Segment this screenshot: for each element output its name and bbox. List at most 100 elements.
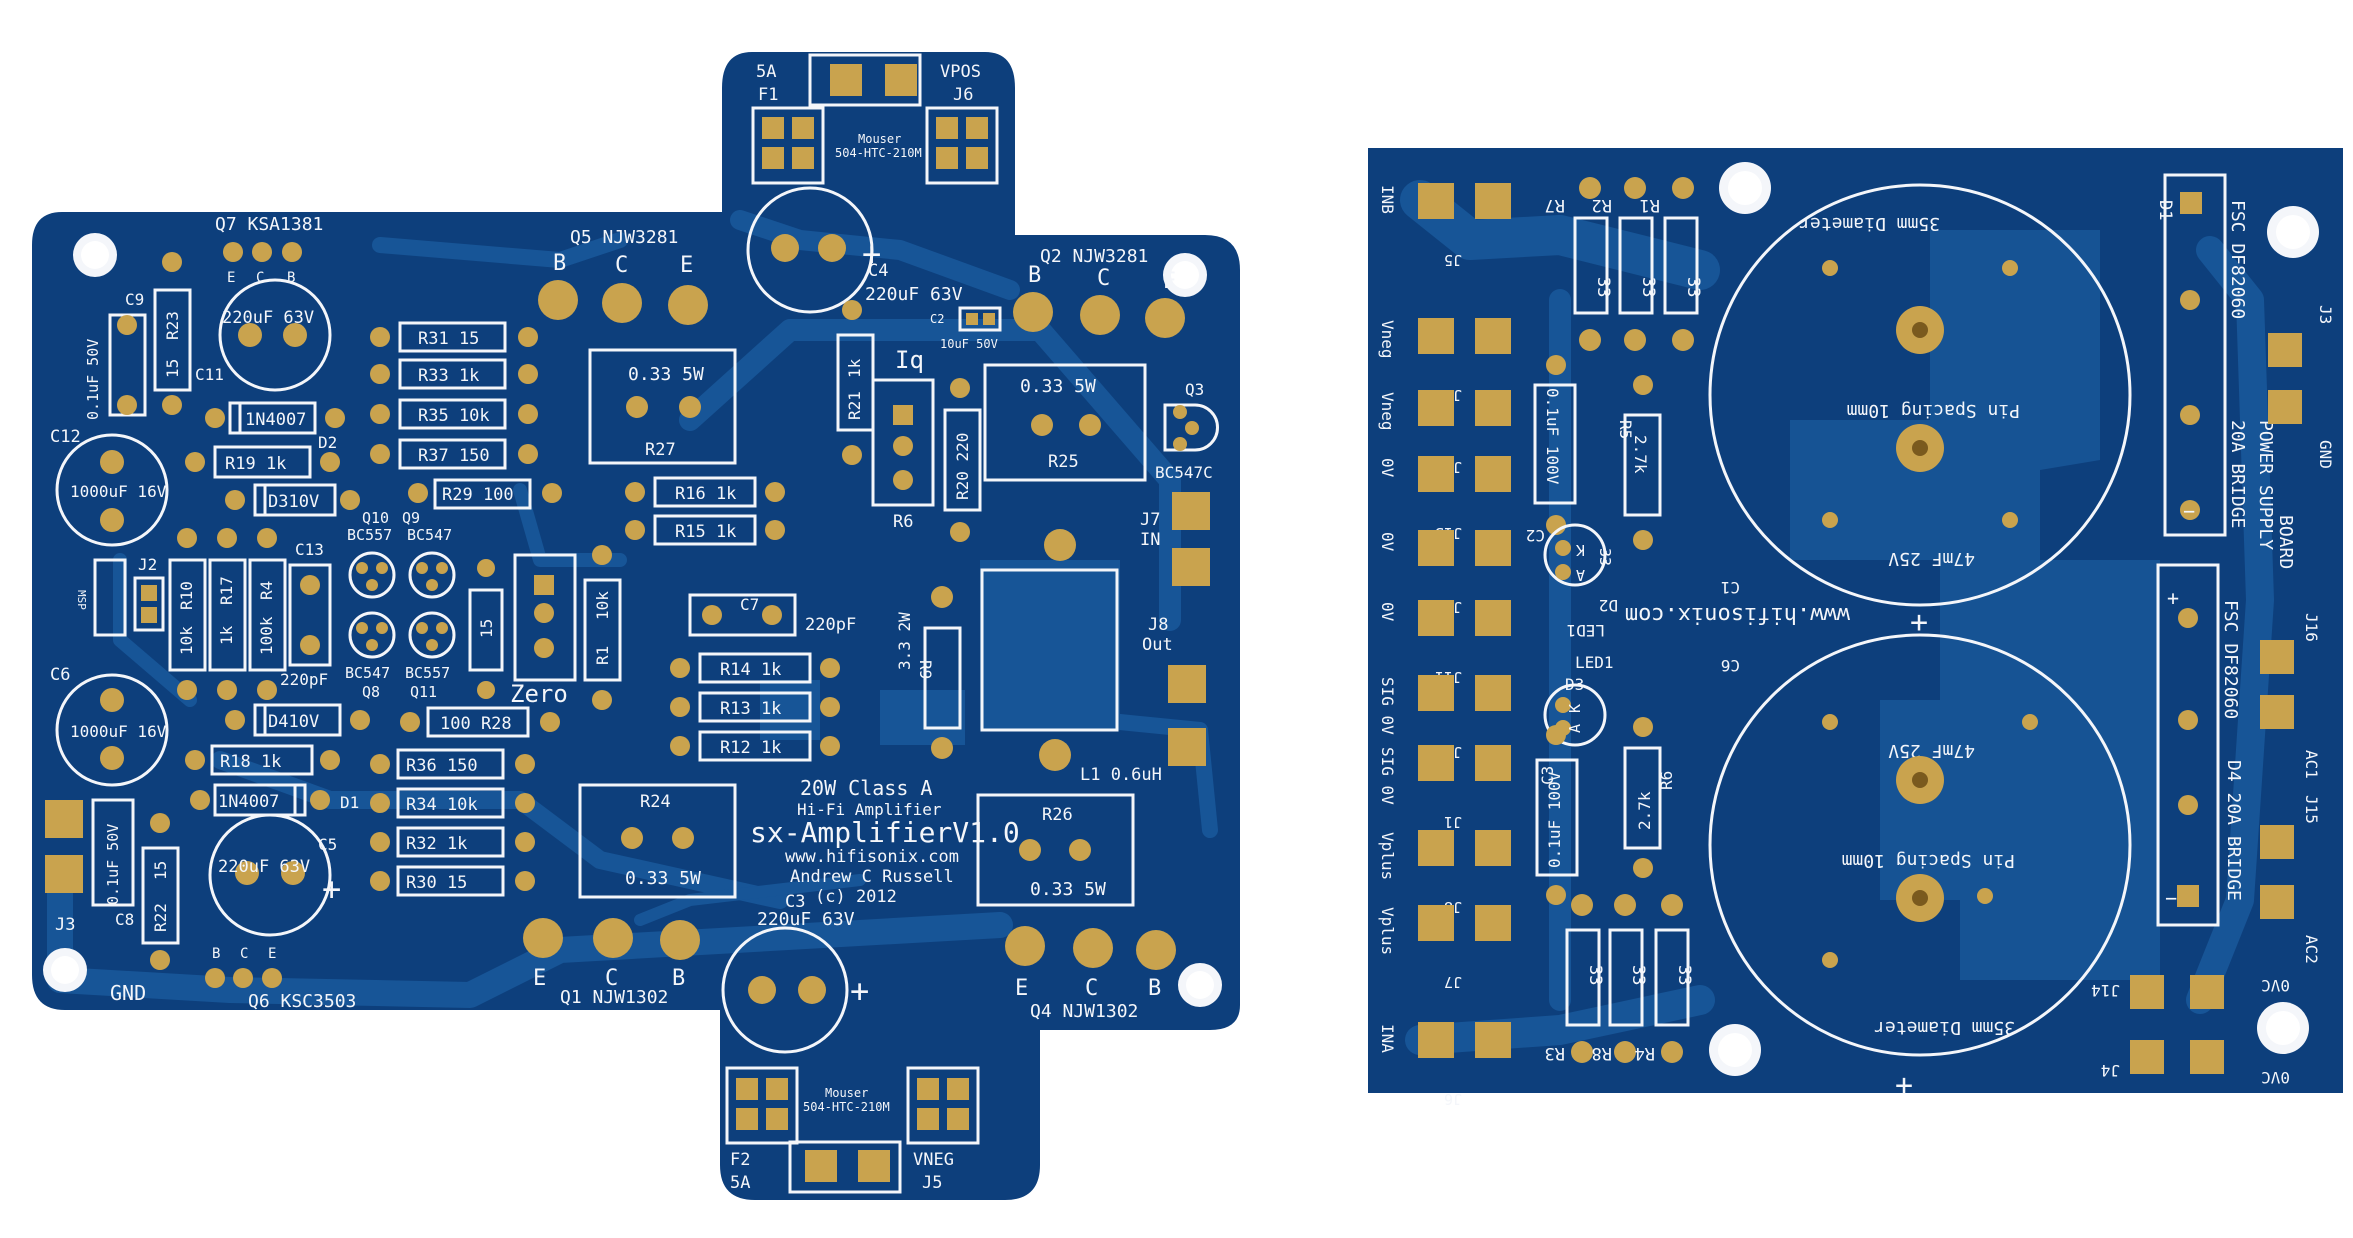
psu-r2: R2 bbox=[1592, 195, 1612, 215]
amp-title-2: Hi-Fi Amplifier bbox=[797, 800, 942, 819]
amp-c7-value: 220pF bbox=[805, 615, 856, 635]
psu-r8: R8 bbox=[1592, 1043, 1612, 1063]
amp-r12: R12 1k bbox=[720, 738, 781, 758]
psu-bridge1-note: 20A BRIDGE bbox=[2227, 420, 2248, 528]
amp-c8-ref: C8 bbox=[115, 910, 134, 929]
amp-q1-label: Q1 NJW1302 bbox=[560, 987, 668, 1008]
psu-conn-pad bbox=[1418, 745, 1454, 781]
amp-r27-ref: R27 bbox=[645, 440, 676, 460]
psu-conn-label: INA bbox=[1378, 1024, 1397, 1053]
amp-q7-b: B bbox=[287, 270, 295, 286]
psu-bridge2-note: D4 20A BRIDGE bbox=[2223, 760, 2244, 901]
amp-q2-c: C bbox=[1097, 266, 1110, 291]
amp-q5-b: B bbox=[553, 251, 566, 276]
amp-f1-rating: 5A bbox=[756, 62, 776, 82]
psu-conn-pad bbox=[1418, 675, 1454, 711]
amp-r17-ref: R17 bbox=[217, 576, 236, 605]
psu-led-t5-top: 33 bbox=[1596, 548, 1614, 566]
amp-c7-ref: C7 bbox=[740, 595, 759, 614]
psu-ovc2: 0VC bbox=[2261, 1068, 2290, 1087]
psu-bridge2-plus: + bbox=[2167, 586, 2179, 610]
amp-r28: 100 R28 bbox=[440, 714, 512, 734]
psu-j16: J16 bbox=[2302, 613, 2321, 642]
amp-q4-b: B bbox=[1148, 976, 1161, 1001]
psu-r8-value: 33 bbox=[1628, 965, 1648, 985]
amp-c5-ref: C5 bbox=[318, 835, 337, 854]
amp-c5-value: 220uF 63V bbox=[218, 857, 310, 877]
psu-r3: R3 bbox=[1545, 1043, 1565, 1063]
amp-r35: R35 10k bbox=[418, 406, 490, 426]
psu-conn-pad bbox=[1475, 830, 1511, 866]
psu-conn-pad bbox=[1418, 530, 1454, 566]
amp-c2-value: 10uF 50V bbox=[940, 337, 998, 351]
amp-d1-ref: D1 bbox=[340, 793, 359, 812]
amp-q7-c: C bbox=[256, 270, 264, 286]
amp-q2-b: B bbox=[1028, 263, 1041, 288]
amp-r32: R32 1k bbox=[406, 834, 467, 854]
amp-c12-value: 1000uF 16V bbox=[70, 482, 167, 501]
psu-r5-value: 2.7k bbox=[1631, 435, 1650, 474]
amp-top-mouser-part: 504-HTC-210M bbox=[835, 146, 922, 160]
amp-q3-type: BC547C bbox=[1155, 463, 1213, 482]
amp-iq-label: Iq bbox=[895, 346, 924, 374]
amp-q7-e: E bbox=[227, 270, 235, 286]
power-supply-board: INBJ5VnegJ10VnegJ90VJ130VJ120VJ11SIG 0VJ… bbox=[1368, 148, 2343, 1108]
psu-conn-pad bbox=[1418, 830, 1454, 866]
amp-j8-ref: J8 bbox=[1148, 615, 1168, 635]
amp-j6-ref: J6 bbox=[953, 85, 973, 105]
amp-r33: R33 1k bbox=[418, 366, 479, 386]
amp-c13-ref: C13 bbox=[295, 540, 324, 559]
amp-c4-value: 220uF 63V bbox=[865, 284, 963, 305]
amp-msp-label: MSP bbox=[75, 590, 88, 610]
amp-d3: D310V bbox=[268, 492, 319, 512]
amp-bc547-a: BC547 bbox=[407, 526, 452, 544]
psu-r1-value: 33 bbox=[1683, 277, 1703, 297]
psu-ac1: AC1 bbox=[2302, 750, 2321, 779]
psu-r4: R4 bbox=[1635, 1043, 1655, 1063]
amp-title-url: www.hifisonix.com bbox=[785, 847, 959, 867]
psu-conn-pad bbox=[1475, 456, 1511, 492]
amp-zero-label: Zero bbox=[510, 680, 568, 708]
amp-q6-label: Q6 KSC3503 bbox=[248, 991, 356, 1012]
psu-conn-pad bbox=[1475, 390, 1511, 426]
amp-title-1: 20W Class A bbox=[800, 776, 932, 800]
psu-d2: D2 bbox=[1599, 596, 1618, 615]
psu-bridge1-minus: − bbox=[2183, 499, 2195, 523]
amp-q7-label: Q7 KSA1381 bbox=[215, 214, 323, 235]
amp-d1-value: 1N4007 bbox=[218, 792, 279, 812]
amp-r34: R34 10k bbox=[406, 795, 478, 815]
amp-r19: R19 1k bbox=[225, 454, 286, 474]
psu-www: www.hifisonix.com bbox=[1625, 602, 1850, 627]
amp-q11: Q11 bbox=[410, 683, 437, 701]
psu-r7-value: 33 bbox=[1593, 277, 1613, 297]
amp-r15: R15 1k bbox=[675, 522, 736, 542]
amp-r36: R36 150 bbox=[406, 756, 478, 776]
amp-bc557-a: BC557 bbox=[347, 526, 392, 544]
amp-f2-rating: 5A bbox=[730, 1173, 750, 1193]
amp-r17-value: 1k bbox=[217, 625, 236, 645]
amp-r15b: 15 bbox=[477, 619, 496, 638]
psu-led-k-bottom: K bbox=[1566, 704, 1584, 713]
psu-conn-pad bbox=[1475, 745, 1511, 781]
psu-conn-label: 0V bbox=[1378, 458, 1397, 478]
psu-conn-pad bbox=[1475, 530, 1511, 566]
amp-j8-label: Out bbox=[1142, 635, 1173, 655]
psu-r6-value: 2.7k bbox=[1635, 791, 1654, 830]
psu-led-a-top: A bbox=[1576, 566, 1585, 584]
amp-r18: R18 1k bbox=[220, 752, 281, 772]
amp-q1-b: B bbox=[672, 966, 685, 991]
psu-conn-pad bbox=[1475, 675, 1511, 711]
psu-j14: J14 bbox=[2091, 981, 2120, 1000]
psu-c6-plus: + bbox=[1895, 1068, 1913, 1103]
psu-left-connectors: INBJ5VnegJ10VnegJ90VJ130VJ120VJ11SIG 0VJ… bbox=[1378, 183, 1511, 1108]
psu-conn-pad bbox=[1475, 600, 1511, 636]
amp-c2-ref: C2 bbox=[930, 312, 944, 326]
amp-r22-ref: R22 bbox=[151, 903, 170, 932]
amp-r26-ref: R26 bbox=[1042, 805, 1073, 825]
amp-f1-ref: F1 bbox=[758, 85, 778, 105]
amp-j2: J2 bbox=[138, 555, 157, 574]
amp-j5-label: VNEG bbox=[913, 1150, 954, 1170]
psu-c2-ref: C2 bbox=[1526, 526, 1545, 545]
amp-r16: R16 1k bbox=[675, 484, 736, 504]
psu-r7: R7 bbox=[1545, 195, 1565, 215]
